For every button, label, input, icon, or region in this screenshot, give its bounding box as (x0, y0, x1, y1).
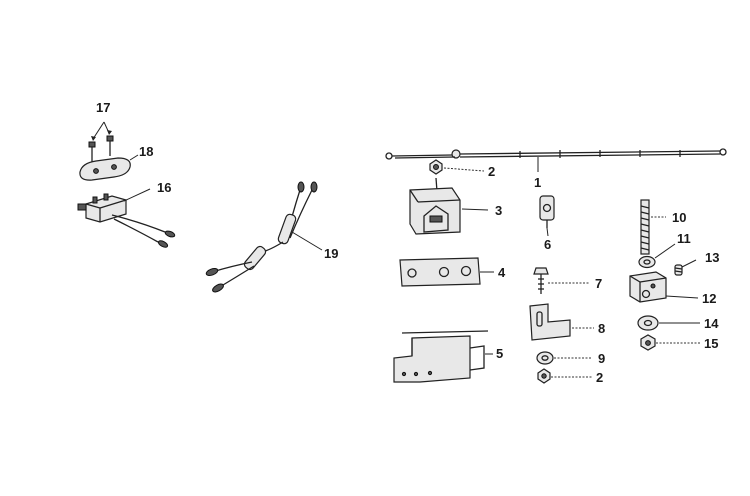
set-screw-13 (674, 259, 697, 276)
callout-8: 8 (598, 321, 605, 336)
callout-10: 10 (672, 210, 686, 225)
callout-14: 14 (704, 316, 719, 331)
screws-17 (88, 121, 114, 162)
bolt-7 (533, 267, 590, 294)
callout-16: 16 (157, 180, 171, 195)
callout-7: 7 (595, 276, 602, 291)
callout-12: 12 (702, 291, 716, 306)
wire-harness-19 (205, 181, 323, 293)
throttle-cable-rod-1 (385, 148, 727, 172)
callout-13: 13 (705, 250, 719, 265)
hex-nut-2-lower (537, 368, 592, 384)
callout-5: 5 (496, 346, 503, 361)
cable-end-fitting-6 (539, 195, 555, 237)
l-bracket-8 (529, 303, 594, 341)
callout-9: 9 (598, 351, 605, 366)
anchor-plate-4 (399, 257, 494, 287)
switch-cover-18 (79, 154, 139, 181)
callout-11: 11 (677, 231, 691, 246)
lock-nut-15 (640, 334, 700, 351)
flat-washer-14 (637, 315, 700, 331)
callout-2-lower: 2 (596, 370, 603, 385)
washer-9 (536, 351, 592, 365)
callout-18: 18 (139, 144, 153, 159)
mounting-bracket-5 (393, 330, 493, 383)
hex-nut-2 (429, 159, 485, 175)
callout-3: 3 (495, 203, 502, 218)
callout-15: 15 (704, 336, 718, 351)
cable-clamp-block-3 (409, 177, 489, 235)
pivot-block-12 (629, 271, 699, 303)
callout-19: 19 (324, 246, 338, 261)
callout-17: 17 (96, 100, 110, 115)
washer-11 (638, 243, 676, 269)
threaded-stud-10 (640, 199, 666, 255)
callout-6: 6 (544, 237, 551, 252)
neutral-start-switch-16 (77, 188, 176, 248)
callout-1: 1 (534, 175, 541, 190)
callout-2: 2 (488, 164, 495, 179)
callout-4: 4 (498, 265, 506, 280)
